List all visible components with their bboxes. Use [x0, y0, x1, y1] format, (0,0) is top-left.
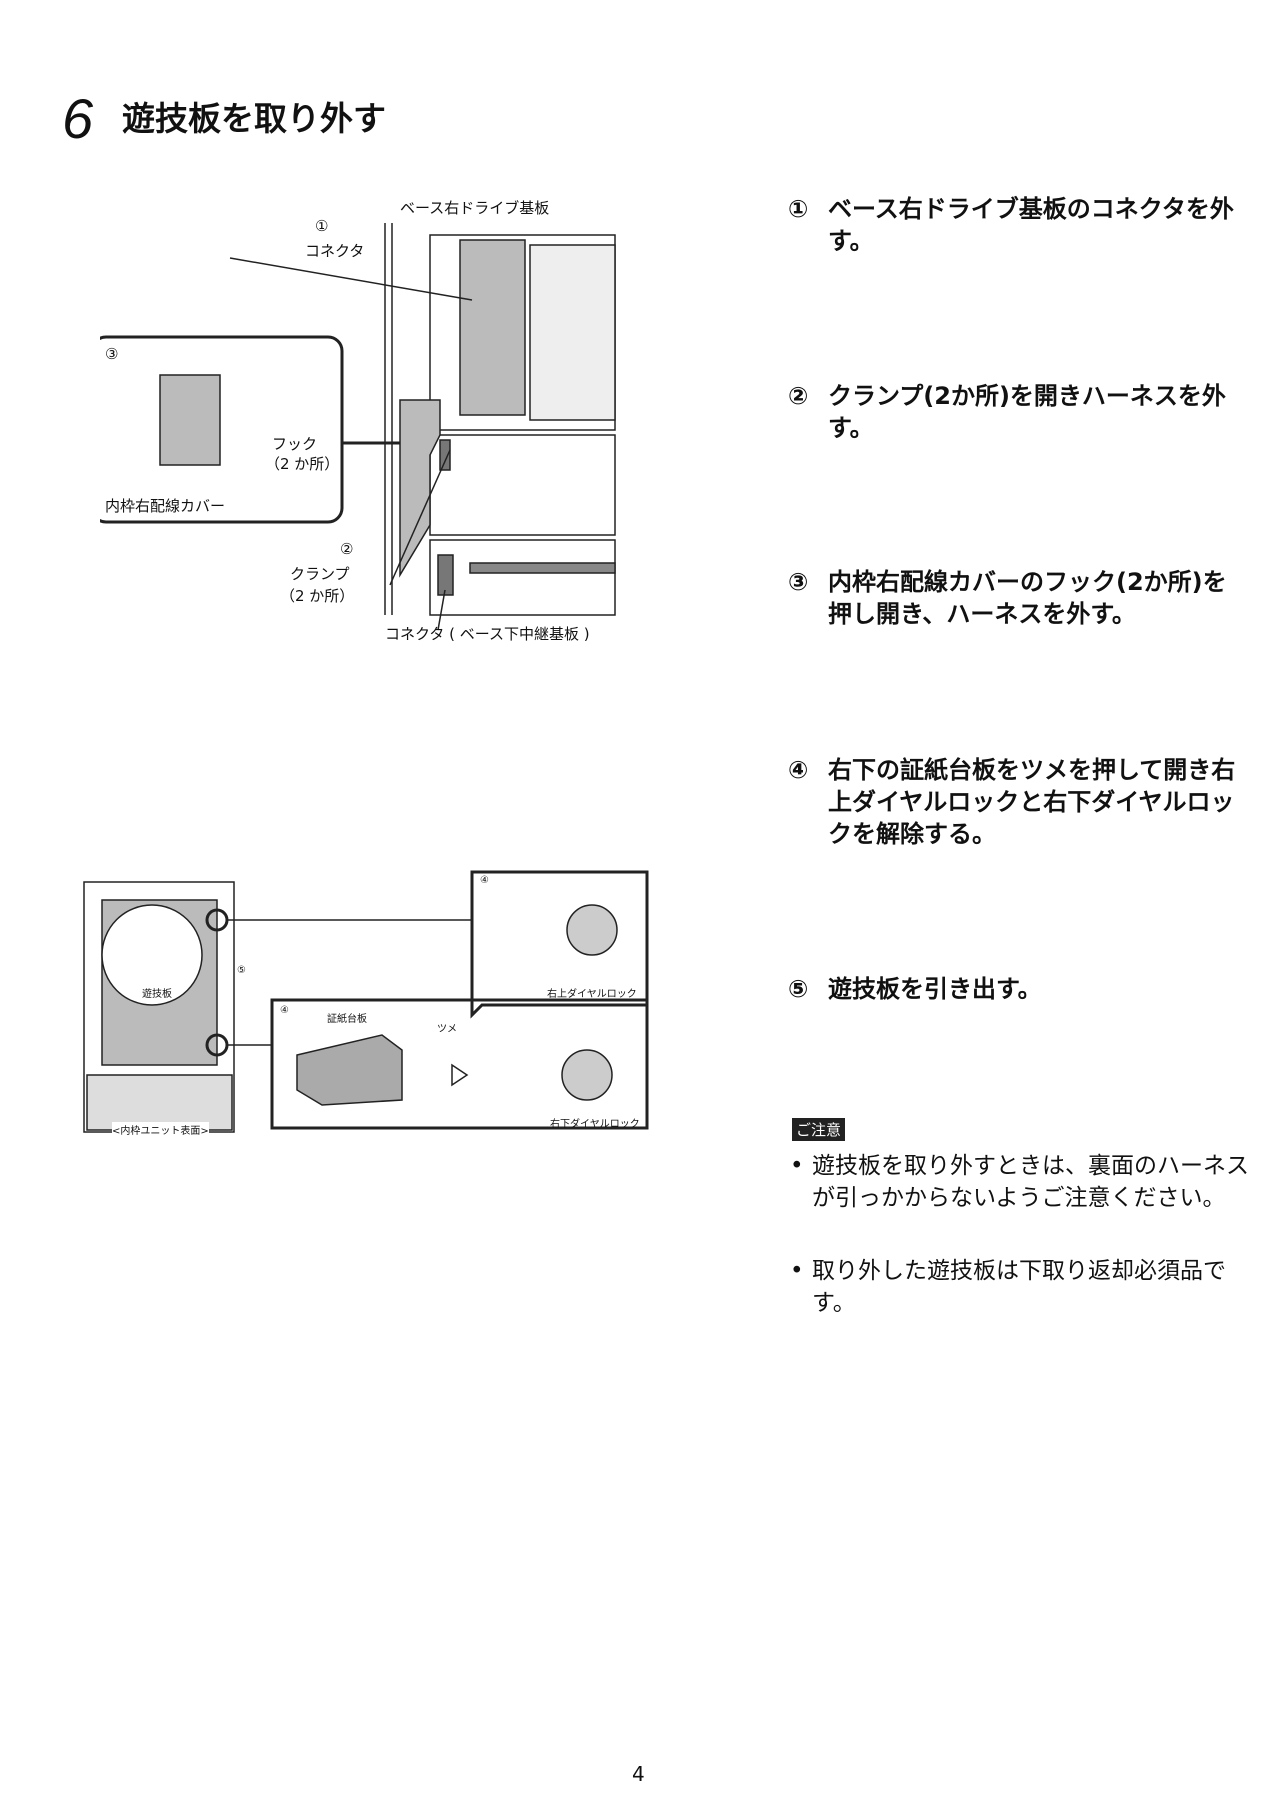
label-circle-4a: ④	[480, 875, 489, 886]
step-number: ②	[788, 382, 809, 410]
step-number: ⑤	[788, 975, 809, 1003]
step-text: 遊技板を引き出す。	[828, 975, 1042, 1003]
caution-label: ご注意	[792, 1118, 846, 1141]
label-upper-dial-lock: 右上ダイヤルロック	[547, 989, 637, 1000]
caution-bullet: •遊技板を取り外すときは、裏面のハーネスが引っかからないようご注意ください。	[790, 1150, 1250, 1214]
step-number: ①	[788, 195, 809, 223]
label-circle-2: ②	[340, 540, 354, 558]
label-connector-relay: コネクタ ( ベース下中継基板 )	[385, 625, 590, 643]
step-text: ベース右ドライブ基板のコネクタを外す。	[828, 195, 1234, 255]
step-2: ② クランプ(2か所)を開きハーネスを外す。	[788, 380, 1248, 444]
harness-diagram	[90, 223, 616, 631]
label-game-board: 遊技板	[142, 989, 172, 1000]
label-claw: ツメ	[437, 1024, 457, 1035]
label-lower-dial-lock: 右下ダイヤルロック	[550, 1119, 640, 1130]
step-text: 右下の証紙台板をツメを押して開き右上ダイヤルロックと右下ダイヤルロックを解除する…	[828, 756, 1236, 848]
label-hook-count: （2 か所）	[265, 455, 340, 473]
page-title: 遊技板を取り外す	[122, 99, 386, 138]
step-number: ③	[788, 568, 809, 596]
step-1: ① ベース右ドライブ基板のコネクタを外す。	[788, 193, 1248, 257]
board-removal-diagram	[83, 870, 649, 1133]
step-text: クランプ(2か所)を開きハーネスを外す。	[828, 382, 1226, 442]
label-connector: コネクタ	[305, 242, 365, 260]
label-drive-board: ベース右ドライブ基板	[400, 199, 550, 217]
figure-board-removal: 遊技板 ⑤ <内枠ユニット表面> ④ 右上ダイヤルロック ④ 証紙台板 ツメ 右…	[82, 860, 657, 1140]
step-text: 内枠右配線カバーのフック(2か所)を押し開き、ハーネスを外す。	[828, 568, 1227, 628]
page-number: 4	[632, 1762, 645, 1786]
step-5: ⑤ 遊技板を引き出す。	[788, 973, 1248, 1005]
label-clamp: クランプ	[290, 565, 350, 583]
label-clamp-count: （2 か所）	[280, 587, 355, 605]
label-hook: フック	[272, 435, 318, 453]
step-4: ④ 右下の証紙台板をツメを押して開き右上ダイヤルロックと右下ダイヤルロックを解除す…	[788, 754, 1248, 850]
label-circle-3: ③	[105, 345, 119, 363]
figure-harness-removal: ベース右ドライブ基板 ① コネクタ ③ フック （2 か所） 内枠右配線カバー …	[90, 195, 620, 650]
step-number: ④	[788, 756, 809, 784]
step-3: ③ 内枠右配線カバーのフック(2か所)を押し開き、ハーネスを外す。	[788, 566, 1248, 630]
bullet-text: 遊技板を取り外すときは、裏面のハーネスが引っかからないようご注意ください。	[812, 1153, 1249, 1211]
caution-bullet: •取り外した遊技板は下取り返却必須品です。	[790, 1255, 1250, 1319]
bullet-text: 取り外した遊技板は下取り返却必須品です。	[812, 1258, 1226, 1316]
label-stamp-board: 証紙台板	[327, 1014, 367, 1025]
label-wiring-cover: 内枠右配線カバー	[105, 497, 226, 515]
label-circle-1: ①	[315, 217, 329, 235]
label-unit-surface: <内枠ユニット表面>	[112, 1122, 209, 1137]
section-number: 6	[62, 87, 94, 150]
label-circle-5: ⑤	[237, 965, 246, 976]
label-circle-4b: ④	[280, 1005, 289, 1016]
